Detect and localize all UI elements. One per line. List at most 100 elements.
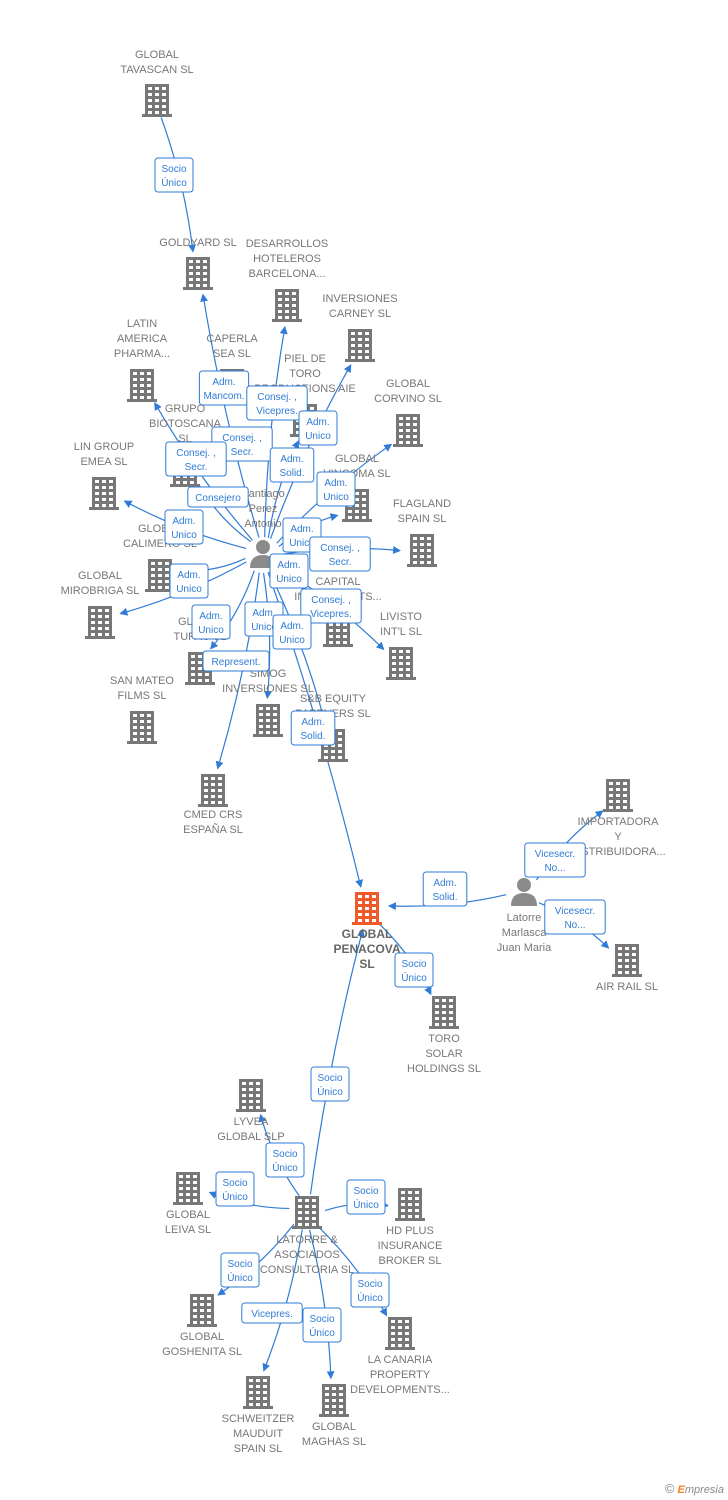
node-label: MIROBRIGA SL bbox=[61, 585, 140, 597]
relation-label[interactable]: Vicesecr.No... bbox=[544, 899, 606, 935]
node-label: GLOBAL bbox=[386, 378, 430, 390]
relation-label[interactable]: Adm.Unico bbox=[169, 563, 209, 599]
relation-label[interactable]: Adm.Unico bbox=[164, 509, 204, 545]
node-desarrollos[interactable]: DESARROLLOSHOTELEROSBARCELONA... bbox=[246, 238, 329, 322]
node-label: HD PLUS bbox=[386, 1225, 434, 1237]
node-label: GLOBAL bbox=[135, 49, 179, 61]
node-goldyard[interactable]: GOLDYARD SL bbox=[159, 237, 237, 290]
relation-label-text: Adm. bbox=[199, 611, 222, 622]
node-label: Antonio bbox=[244, 518, 281, 530]
node-label: PIEL DE bbox=[284, 353, 326, 365]
node-label: BROKER SL bbox=[379, 1255, 442, 1267]
node-label: Latorre bbox=[507, 912, 542, 924]
relation-label-text: Solid. bbox=[432, 892, 457, 903]
relation-label[interactable]: Adm.Mancom. bbox=[198, 370, 250, 406]
building-icon bbox=[85, 606, 115, 639]
node-hdplus[interactable]: HD PLUS INSURANCE BROKER SL bbox=[378, 1188, 443, 1267]
building-icon bbox=[173, 1172, 203, 1205]
node-label: Perez bbox=[249, 503, 278, 515]
empresia-watermark[interactable]: © Empresia bbox=[665, 1481, 724, 1496]
relation-label[interactable]: Adm.Unico bbox=[269, 553, 309, 589]
relation-label[interactable]: Vicesecr.No... bbox=[524, 842, 586, 878]
building-icon bbox=[292, 1196, 322, 1229]
node-label: INSURANCE bbox=[378, 1240, 443, 1252]
relation-label-text: Secr. bbox=[329, 557, 352, 568]
relation-label[interactable]: Adm.Unico bbox=[191, 604, 231, 640]
relation-label[interactable]: Consej. ,Secr. bbox=[211, 426, 273, 462]
relation-label[interactable]: Consej. ,Secr. bbox=[309, 536, 371, 572]
relation-label[interactable]: Consej. ,Vicepres. bbox=[246, 385, 308, 421]
relation-label[interactable]: Adm.Unico bbox=[272, 614, 312, 650]
node-label: SPAIN SL bbox=[234, 1443, 283, 1455]
node-label: Juan Maria bbox=[497, 942, 552, 954]
node-label: CAPITAL bbox=[315, 576, 360, 588]
relation-label[interactable]: Represent. bbox=[202, 650, 270, 672]
building-icon bbox=[385, 1317, 415, 1350]
relation-label-text: Adm. bbox=[177, 570, 200, 581]
relation-label[interactable]: Adm.Unico bbox=[316, 471, 356, 507]
relation-label-text: Adm. bbox=[433, 878, 456, 889]
edge-latorreasoc-to-schweitzer bbox=[262, 1229, 303, 1372]
node-lacanaria[interactable]: LA CANARIAPROPERTYDEVELOPMENTS... bbox=[350, 1317, 450, 1396]
node-latin[interactable]: LATINAMERICAPHARMA... bbox=[114, 318, 170, 402]
relation-label[interactable]: Adm.Solid. bbox=[269, 447, 315, 483]
relation-label[interactable]: Consej. ,Secr. bbox=[165, 441, 227, 477]
node-label: SAN MATEO bbox=[110, 675, 174, 687]
relation-label[interactable]: Consej. ,Vicepres. bbox=[300, 588, 362, 624]
building-icon bbox=[395, 1188, 425, 1221]
relation-label-text: Represent. bbox=[212, 657, 261, 668]
relation-label-text: Adm. bbox=[301, 717, 324, 728]
node-label: LIVISTO bbox=[380, 611, 422, 623]
relation-label-text: Único bbox=[317, 1085, 343, 1098]
node-label: GOSHENITA SL bbox=[162, 1346, 242, 1358]
relation-label[interactable]: Consejero bbox=[187, 486, 249, 508]
relation-label-text: Adm. bbox=[212, 377, 235, 388]
node-airrail[interactable]: AIR RAIL SL bbox=[596, 944, 658, 993]
relation-label-text: Consej. , bbox=[311, 595, 350, 606]
relation-label[interactable]: Vicepres. bbox=[241, 1302, 303, 1324]
edge-latorreasoc-to-penacova bbox=[309, 928, 365, 1195]
node-label: ASOCIADOS bbox=[274, 1249, 339, 1261]
node-importadora[interactable]: IMPORTADORAYDISTRIBUIDORA... bbox=[570, 779, 666, 858]
node-label: HOTELEROS bbox=[253, 253, 321, 265]
relation-label[interactable]: Adm.Solid. bbox=[290, 710, 336, 746]
relation-label-text: Adm. bbox=[306, 417, 329, 428]
node-label: DEVELOPMENTS... bbox=[350, 1384, 450, 1396]
relation-label[interactable]: Adm. Solid. bbox=[422, 871, 468, 907]
relation-label[interactable]: Adm.Unico bbox=[298, 410, 338, 446]
building-icon bbox=[272, 289, 302, 322]
edge-santiago-to-goldyard bbox=[200, 293, 260, 538]
edge-santiago-to-tupac bbox=[210, 570, 255, 650]
